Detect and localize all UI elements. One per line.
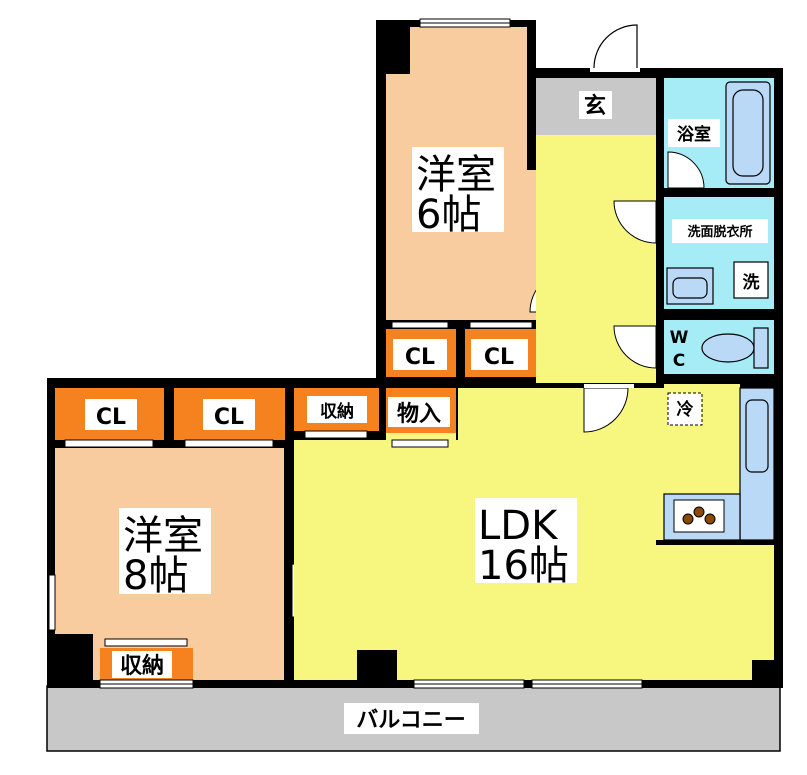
burner-icon <box>704 513 716 525</box>
entrance-door-swing <box>593 24 638 69</box>
closet-label-upper-1: CL <box>405 345 435 370</box>
washroom-label: 洗面脱衣所 <box>687 224 752 240</box>
washer-label: 洗 <box>743 272 760 293</box>
pillar-6 <box>386 27 410 74</box>
wc-label-c: C <box>673 351 685 371</box>
bathtub <box>725 81 771 185</box>
balcony-label-bg <box>344 703 479 734</box>
wc-label-w: W <box>670 328 689 348</box>
burner-icon <box>682 513 694 525</box>
toilet-tank <box>753 327 769 369</box>
ldk-corner-pillar <box>752 660 774 680</box>
room-label-bg-6 <box>412 147 504 232</box>
pillar-8 <box>55 634 93 680</box>
ldk-pillar <box>357 650 397 680</box>
entrance-label: 玄 <box>584 93 606 119</box>
room-size-8: 8帖 <box>123 553 188 599</box>
wc-door-swing <box>613 325 657 369</box>
room-name-8: 洋室 <box>123 513 203 559</box>
washroom-door-swing <box>613 200 657 244</box>
burner-icon <box>693 506 705 518</box>
closet-label-upper-2: CL <box>484 345 514 370</box>
bath-door-swing <box>667 151 705 189</box>
room-name-6: 洋室 <box>416 152 496 198</box>
fridge-space <box>667 392 703 426</box>
balcony-label: バルコニー <box>356 708 466 733</box>
washer-space <box>733 261 769 299</box>
storage-top-label: 収納 <box>320 401 354 422</box>
ldk-size: 16帖 <box>478 543 569 589</box>
storage-bottom-label: 収納 <box>120 653 164 679</box>
monoire-label: 物入 <box>397 401 441 427</box>
bath-label: 浴室 <box>677 124 711 145</box>
toilet-bowl <box>701 333 755 363</box>
closet-label-lower-1: CL <box>96 405 126 430</box>
closet-label-lower-2: CL <box>214 405 244 430</box>
fridge-label: 冷 <box>677 399 694 420</box>
ldk-door-swing <box>583 387 629 433</box>
room-size-6: 6帖 <box>416 192 481 238</box>
kitchen-sink-counter <box>739 387 775 541</box>
ldk-name: LDK <box>478 503 559 549</box>
